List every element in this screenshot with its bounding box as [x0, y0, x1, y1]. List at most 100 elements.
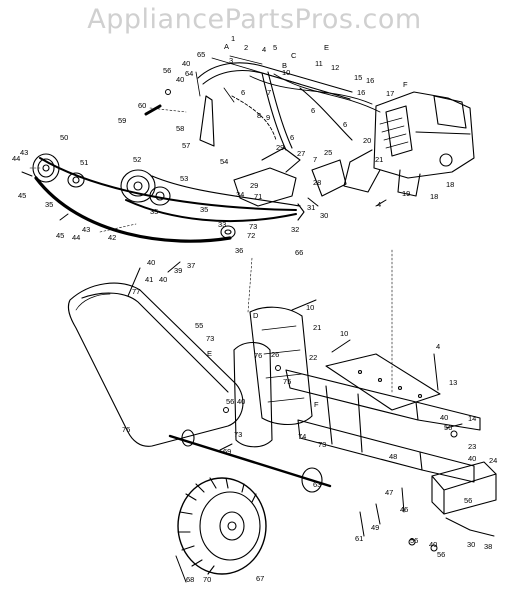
part-label: 50 — [60, 133, 68, 142]
fasteners — [21, 89, 495, 583]
part-label: 71 — [254, 192, 262, 201]
part-label: 29 — [250, 181, 258, 190]
part-label: 37 — [187, 261, 195, 270]
part-label: 34 — [236, 190, 244, 199]
part-label: E — [207, 349, 212, 358]
part-label: 35 — [45, 200, 53, 209]
part-label: 40 — [237, 397, 245, 406]
part-label: 63 — [313, 480, 321, 489]
part-label: 38 — [484, 542, 492, 551]
part-label: 56 — [464, 496, 472, 505]
part-label: 11 — [315, 59, 323, 68]
part-label: 30 — [320, 211, 328, 220]
part-label: 21 — [313, 323, 321, 332]
part-label: A — [224, 42, 229, 51]
part-label: 8 — [257, 111, 261, 120]
control-cables — [231, 73, 381, 141]
wheel-axle — [168, 429, 332, 493]
part-label: 33 — [218, 220, 226, 229]
part-label: 68 — [186, 575, 194, 584]
part-label: 56 — [410, 536, 418, 545]
part-label: 53 — [180, 174, 188, 183]
part-label: 46 — [400, 505, 408, 514]
part-label: 18 — [430, 192, 438, 201]
engine-block — [343, 91, 475, 197]
part-label: B — [282, 61, 287, 70]
part-label: C — [291, 51, 297, 60]
part-label: 59 — [118, 116, 126, 125]
part-label: 40 — [147, 258, 155, 267]
part-label: 43 — [82, 225, 90, 234]
part-label: 45 — [56, 231, 64, 240]
part-label: 25 — [324, 148, 332, 157]
part-label: 76 — [254, 351, 262, 360]
part-label: 30 — [467, 540, 475, 549]
part-label: 6 — [290, 133, 294, 142]
part-label: 70 — [203, 575, 211, 584]
part-label: 56 — [437, 550, 445, 559]
part-label: 12 — [331, 63, 339, 72]
part-label: 74 — [298, 432, 306, 441]
tire-wheel — [177, 477, 267, 575]
part-label: 6 — [311, 106, 315, 115]
part-label: 40 — [468, 454, 476, 463]
part-label: 2 — [244, 43, 248, 52]
part-label: E — [324, 43, 329, 52]
part-label: 4 — [262, 45, 266, 54]
handle-assembly — [195, 55, 353, 151]
part-label: 17 — [386, 89, 394, 98]
part-label: 40 — [429, 540, 437, 549]
part-label: 60 — [138, 101, 146, 110]
part-label: 23 — [468, 442, 476, 451]
part-label: 43 — [20, 148, 28, 157]
part-label: 1 — [231, 34, 235, 43]
part-label: 10 — [340, 329, 348, 338]
part-label: 58 — [176, 124, 184, 133]
part-label: 16 — [366, 76, 374, 85]
part-label: 39 — [174, 266, 182, 275]
part-label: 56 — [444, 423, 452, 432]
part-label: 9 — [266, 113, 270, 122]
part-label: 22 — [309, 353, 317, 362]
part-label: 40 — [176, 75, 184, 84]
rear-weight — [431, 461, 497, 515]
part-label: 65 — [197, 50, 205, 59]
part-label: 36 — [235, 246, 243, 255]
part-label: 5 — [273, 43, 277, 52]
part-label: 4 — [377, 200, 381, 209]
part-label: 7 — [267, 88, 271, 97]
part-label: 31 — [307, 203, 315, 212]
part-label: 16 — [357, 88, 365, 97]
part-label: 73 — [318, 440, 326, 449]
part-label: F — [403, 80, 408, 89]
belt-cover — [67, 282, 244, 447]
transmission-housing — [233, 306, 313, 448]
part-label: 64 — [185, 69, 193, 78]
part-label: 35 — [200, 205, 208, 214]
part-label: 10 — [306, 303, 314, 312]
part-label: 75 — [283, 377, 291, 386]
part-label: 3 — [229, 56, 233, 65]
part-label: 56 — [163, 66, 171, 75]
part-label: 14 — [468, 414, 476, 423]
part-label: 18 — [446, 180, 454, 189]
part-label: 55 — [195, 321, 203, 330]
part-label: 28 — [313, 178, 321, 187]
part-label: 35 — [150, 207, 158, 216]
part-label: 57 — [182, 141, 190, 150]
part-label: 15 — [354, 73, 362, 82]
part-label: 29 — [276, 143, 284, 152]
part-label: 42 — [108, 233, 116, 242]
part-label: 73 — [249, 222, 257, 231]
part-label: 4 — [436, 342, 440, 351]
part-label: 24 — [489, 456, 497, 465]
depth-plate — [325, 353, 441, 411]
part-label: 6 — [343, 120, 347, 129]
belt-bracket — [233, 147, 347, 207]
part-label: 66 — [295, 248, 303, 257]
part-label: 40 — [182, 59, 190, 68]
part-label: 13 — [449, 378, 457, 387]
watermark-banner: AppliancePartsPros.com — [87, 4, 422, 35]
part-label: 67 — [256, 574, 264, 583]
